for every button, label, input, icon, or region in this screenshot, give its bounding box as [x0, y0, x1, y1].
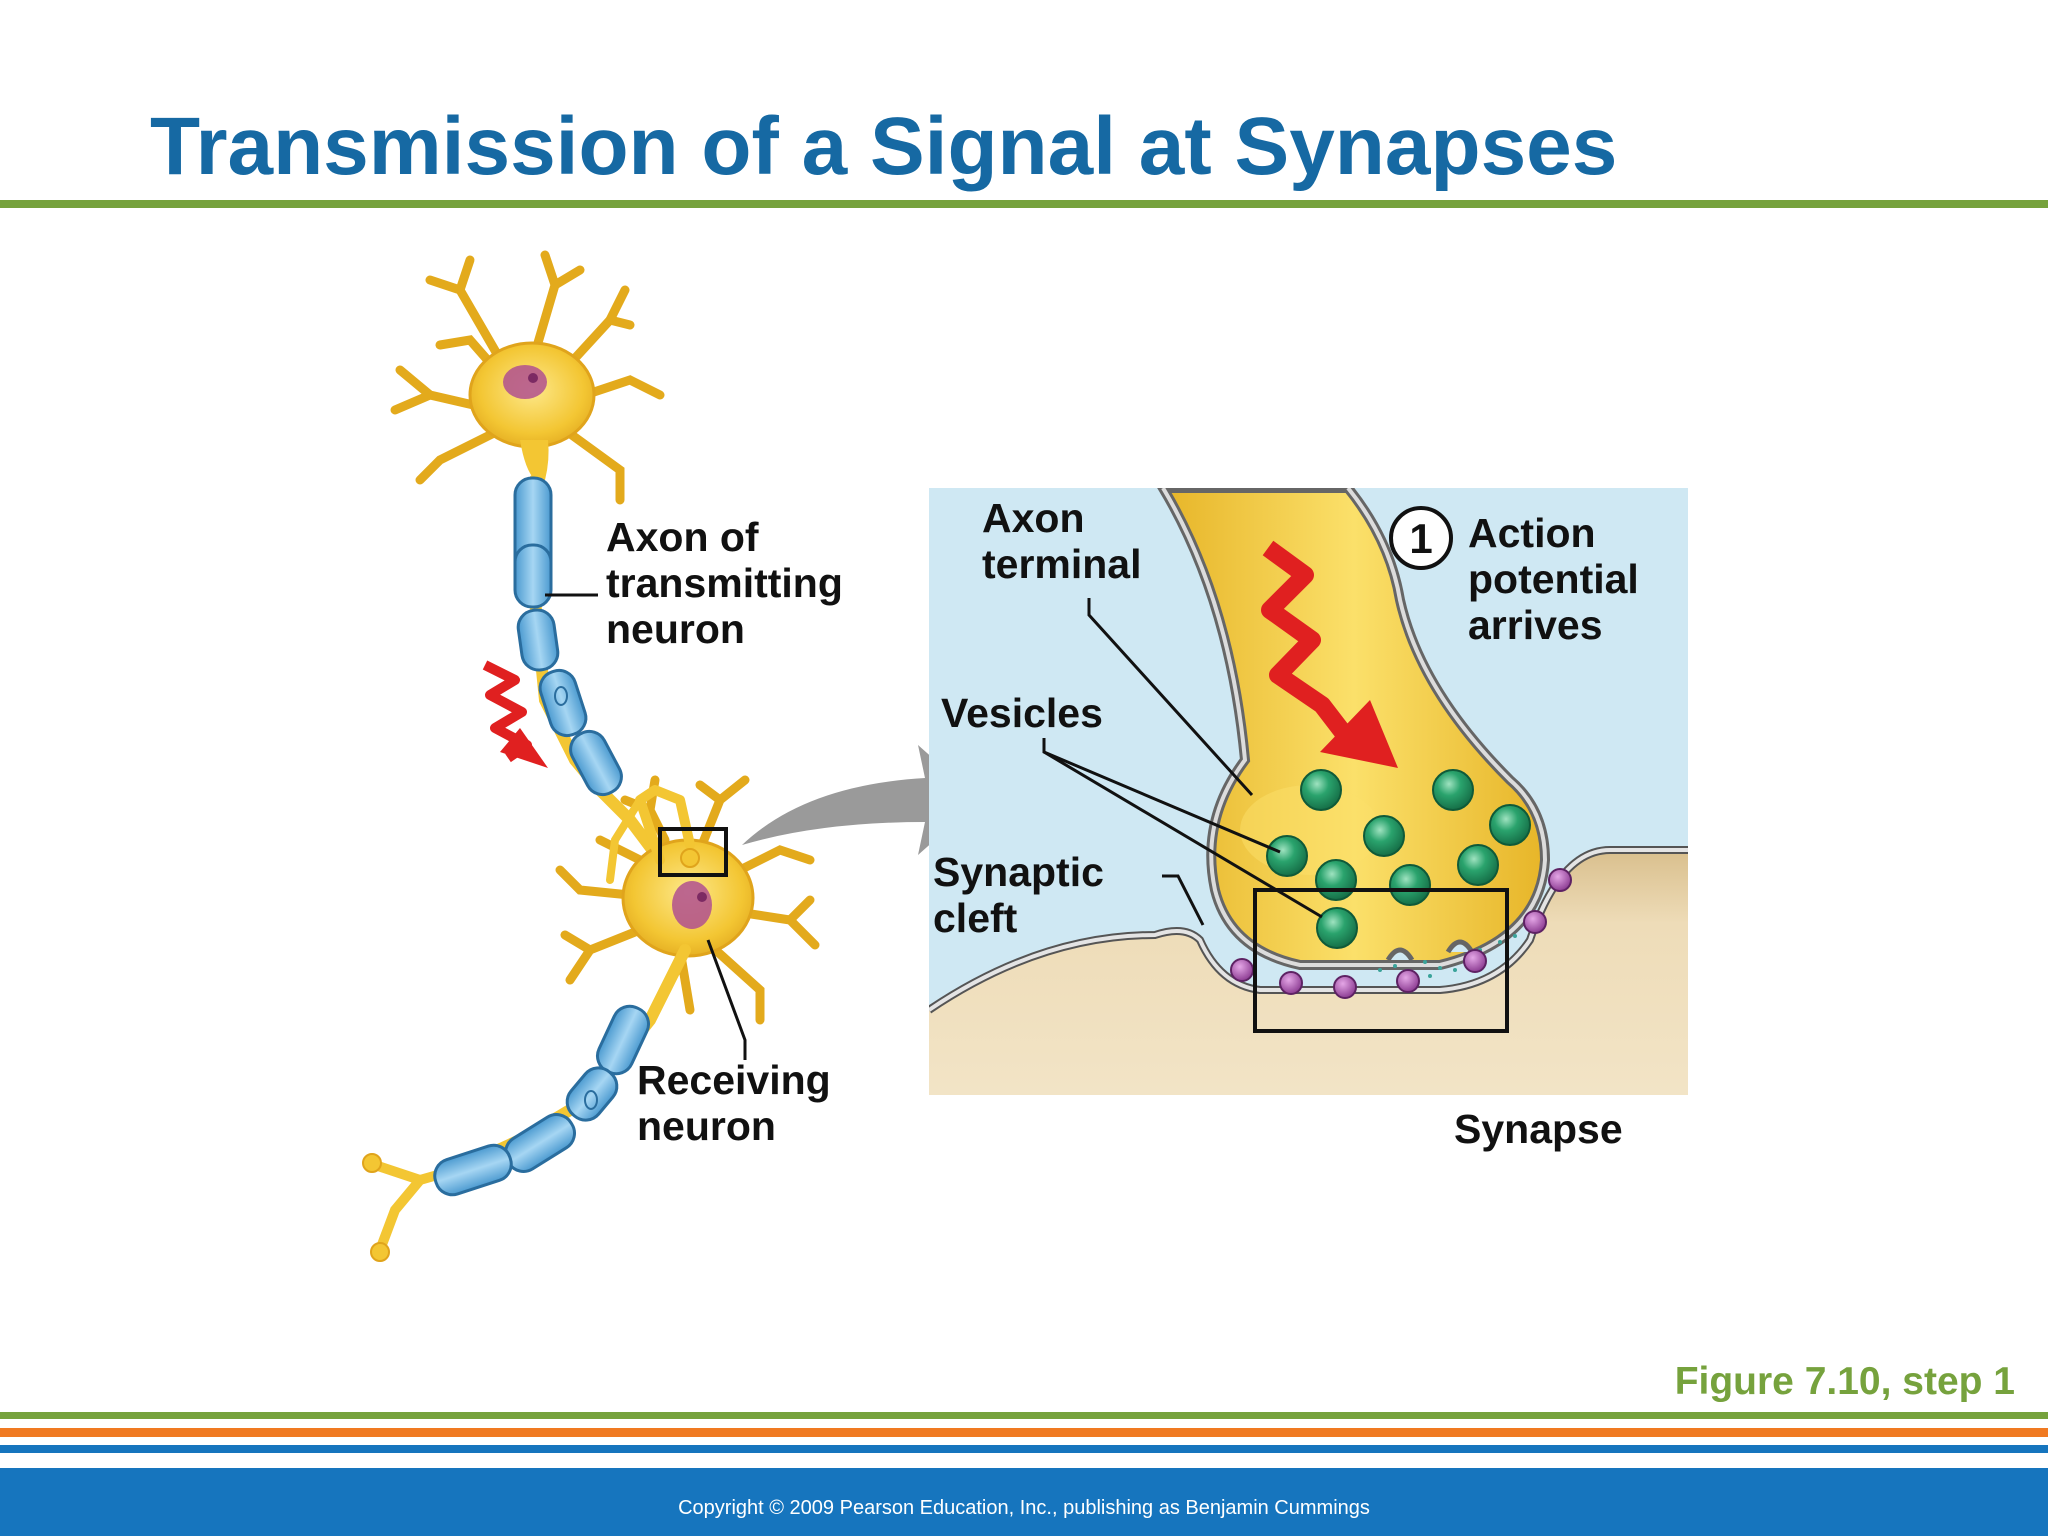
- myelin-nucleus: [584, 1090, 598, 1110]
- vesicle: [1457, 844, 1499, 886]
- label-axon-terminal: Axon terminal: [982, 495, 1142, 587]
- title-divider: [0, 200, 2048, 208]
- axon-hillock: [520, 440, 549, 480]
- label-vesicles: Vesicles: [941, 690, 1103, 736]
- vesicle-docking-site: [1385, 947, 1415, 962]
- label-axon-transmitting: Axon of transmitting neuron: [606, 514, 843, 652]
- receptors-group: [1230, 868, 1572, 999]
- transmitting-nucleus: [503, 365, 547, 399]
- step-number-circle: [1389, 506, 1453, 570]
- copyright-text: Copyright © 2009 Pearson Education, Inc.…: [678, 1496, 1370, 1519]
- receiving-neuron: [362, 775, 820, 1262]
- receptor: [1463, 949, 1487, 973]
- figure-caption: Figure 7.10, step 1: [1674, 1360, 2015, 1403]
- presynaptic-membrane: [1161, 488, 1548, 967]
- synapse-inset: 1: [929, 488, 1688, 1095]
- myelin-segment: [565, 1066, 619, 1122]
- axon-terminal-leader: [1087, 598, 1254, 797]
- receptor: [1523, 910, 1547, 934]
- vesicle-docking-site: [1445, 939, 1475, 954]
- magnify-arrow: [742, 745, 980, 855]
- action-potential-arrow: [1261, 540, 1353, 741]
- axon-terminal-branch: [606, 796, 644, 884]
- receiving-nucleolus: [697, 892, 707, 902]
- vesicle: [1432, 769, 1474, 811]
- signal-arrowhead-small: [500, 728, 548, 768]
- receiving-axon-branch: [370, 1160, 425, 1185]
- footer-stripe-green: [0, 1412, 2048, 1419]
- vesicle: [1315, 859, 1357, 901]
- transmitting-neuron: [390, 250, 665, 505]
- terminal-bouton: [370, 1242, 390, 1262]
- slide-title: Transmission of a Signal at Synapses: [150, 101, 1618, 192]
- label-receiving-neuron: Receiving neuron: [637, 1057, 831, 1149]
- transmitting-nucleolus: [528, 373, 538, 383]
- synaptic-cleft-leader: [1162, 874, 1205, 926]
- vesicle: [1389, 864, 1431, 906]
- footer-stripe-orange: [0, 1428, 2048, 1437]
- myelin-segment: [538, 668, 588, 738]
- vesicle: [1266, 835, 1308, 877]
- myelin-segment: [516, 608, 560, 672]
- terminal-bouton: [362, 1153, 382, 1173]
- vesicle: [1363, 815, 1405, 857]
- label-synaptic-cleft: Synaptic cleft: [933, 849, 1104, 941]
- myelin-segment: [513, 543, 553, 609]
- receiving-nucleus: [672, 881, 712, 929]
- action-potential-arrowhead: [1320, 700, 1398, 768]
- myelin-segment: [569, 729, 623, 797]
- synaptic-knob: [680, 848, 700, 868]
- myelin-nucleus: [554, 686, 568, 706]
- label-synapse: Synapse: [1454, 1106, 1623, 1152]
- postsynaptic-membrane-inner: [929, 848, 1688, 1012]
- label-action-potential: Action potential arrives: [1468, 510, 1639, 648]
- footer-bar: Copyright © 2009 Pearson Education, Inc.…: [0, 1468, 2048, 1536]
- receptor: [1230, 958, 1254, 982]
- vesicle: [1300, 769, 1342, 811]
- postsynaptic-neuron: [929, 850, 1688, 1095]
- receptor: [1333, 975, 1357, 999]
- step-number: 1: [1409, 515, 1432, 562]
- receptor: [1396, 969, 1420, 993]
- receptor: [1548, 868, 1572, 892]
- receiving-myelin: [433, 1004, 651, 1197]
- receptor: [1279, 971, 1303, 995]
- myelin-sheath: [513, 476, 623, 797]
- inset-zoom-box: [1253, 888, 1509, 1033]
- vesicle: [1489, 804, 1531, 846]
- myelin-segment: [433, 1143, 513, 1197]
- axon-terminal-branch: [635, 785, 695, 865]
- transmitting-dendrites: [390, 250, 665, 505]
- receiving-label-leader: [706, 939, 747, 1060]
- vesicle: [1316, 907, 1358, 949]
- zoom-box: [658, 827, 728, 877]
- footer-stripe-blue: [0, 1445, 2048, 1453]
